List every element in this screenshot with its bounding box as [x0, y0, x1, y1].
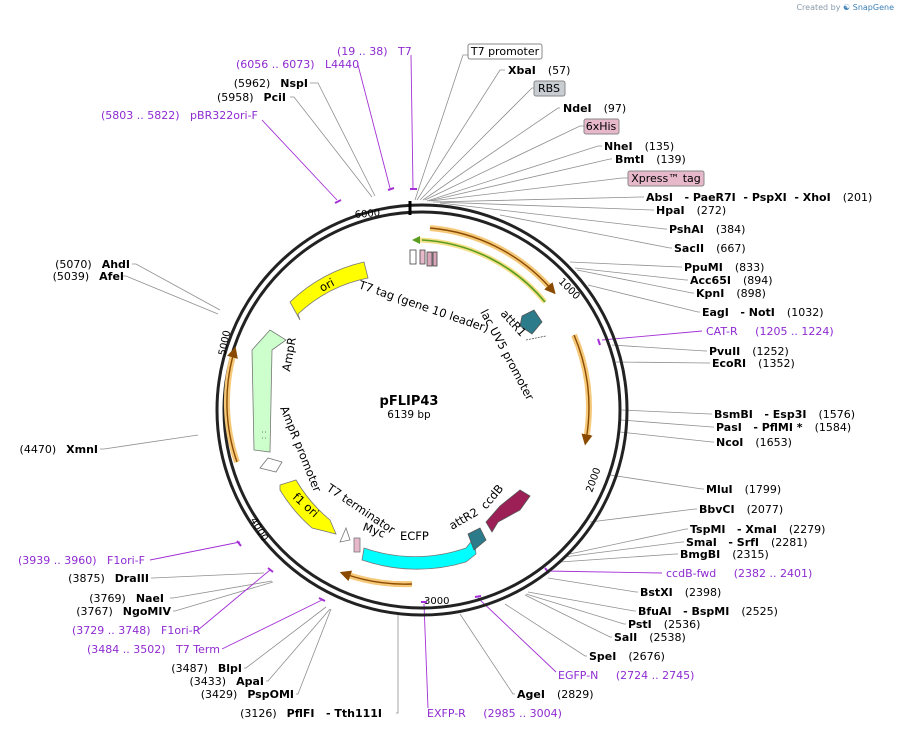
tick-6000: 6000 [354, 208, 380, 221]
ampr-label: AmpR [279, 336, 299, 372]
f1ori-feature [279, 479, 337, 535]
orf-arcs [223, 225, 593, 588]
primer-egfpn: EGFP-N (2724 .. 2745) [558, 669, 694, 682]
site-sacii: SacII(667) [674, 242, 746, 255]
primer-catr: CAT-R (1205 .. 1224) [706, 325, 834, 338]
site-sali: SalI(2538) [614, 631, 686, 644]
site-afei: (5039)AfeI [53, 270, 124, 283]
ccdb-feature [485, 489, 531, 533]
xpress-box: Xpress™ tag [631, 172, 701, 185]
site-bsmbi: BsmBI - Esp3I(1576) [714, 408, 855, 421]
myc-feature [353, 537, 361, 553]
attr1-feature [519, 309, 543, 335]
plasmid-name: pFLIP43 [380, 394, 439, 409]
site-smai: SmaI - SrfI(2281) [686, 536, 808, 549]
site-ppumi: PpuMI(833) [684, 261, 764, 274]
ampr-promoter-feature [259, 457, 283, 473]
t7promoter-box: T7 promoter [470, 45, 540, 58]
promoter-elements [409, 249, 438, 267]
site-nspi: (5962)NspI [234, 77, 308, 90]
rbs-box: RBS [538, 82, 560, 95]
site-pspomi: (3429)PspOMI [201, 688, 294, 701]
site-agei: AgeI(2829) [517, 688, 594, 701]
attr2-label: attR2 [447, 505, 481, 533]
primer-ccdbfwd: ccdB-fwd (2382 .. 2401) [666, 567, 812, 580]
site-kpni: KpnI(898) [696, 287, 766, 300]
site-pasi: PasI - PflMI *(1584) [716, 421, 851, 434]
tick-2000: 2000 [584, 466, 603, 494]
ecfp-label: ECFP [400, 529, 429, 543]
site-eagi: EagI - NotI(1032) [702, 306, 823, 319]
ori-feature [289, 261, 369, 321]
sites-left: (5962)NspI (5958)PciI (5070)AhdI (5039)A… [20, 77, 382, 720]
site-ngomiv: (3767)NgoMIV [76, 605, 171, 618]
site-absi: AbsI - PaeR7I - PspXI - XhoI(201) [646, 191, 872, 204]
ampr-feature [251, 329, 287, 453]
site-pcii: (5958)PciI [217, 91, 286, 104]
sites-right: XbaI(57) NdeI(97) NheI(135) BmtI(139) Ab… [508, 64, 872, 701]
primer-l4440: (6056 .. 6073) L4440 [236, 58, 359, 71]
site-bmti: BmtI(139) [615, 153, 686, 166]
site-connectors-left [100, 82, 399, 714]
site-mlui: MluI(1799) [706, 483, 781, 496]
site-bstxi: BstXI(2398) [640, 586, 721, 599]
site-acc65i: Acc65I(894) [690, 274, 773, 287]
tick-4000: 4000 [247, 516, 269, 544]
site-blpi: (3487)BlpI [171, 662, 242, 675]
site-ecori: EcoRI(1352) [712, 357, 795, 370]
primer-t7term: (3484 .. 3502) T7 Term [87, 643, 220, 656]
t7tag-label: T7 tag (gene 10 leader) [356, 277, 491, 335]
site-draiii: (3875)DraIII [68, 572, 149, 585]
site-ncoi: NcoI(1653) [716, 436, 792, 449]
site-hpai: HpaI(272) [656, 204, 726, 217]
site-tspmi: TspMI - XmaI(2279) [690, 523, 825, 536]
boxed-labels: T7 promoter RBS 6xHis Xpress™ tag [467, 43, 705, 187]
tick-1000: 1000 [556, 276, 582, 302]
site-xbai: XbaI(57) [508, 64, 570, 77]
site-psti: PstI(2536) [628, 618, 700, 631]
amprp-label: AmpR promoter [277, 404, 324, 494]
his-box: 6xHis [586, 120, 617, 133]
t7tag-arrow [412, 236, 547, 304]
snapgene-icon: ☯ [843, 3, 851, 12]
t7terminator-feature [339, 526, 351, 543]
site-pflfi: (3126)PflFI - Tth111I [240, 707, 382, 720]
attr2-feature [467, 527, 487, 551]
site-bbvci: BbvCI(2077) [699, 503, 783, 516]
tick-3000: 3000 [424, 596, 449, 607]
tick-5000: 5000 [217, 329, 233, 356]
site-pvuii: PvuII(1252) [709, 345, 789, 358]
site-spei: SpeI(2676) [589, 650, 665, 663]
site-ahdi: (5070)AhdI [55, 258, 130, 271]
credit-brand: SnapGene [852, 3, 894, 12]
primer-exfpr: EXFP-R (2985 .. 3004) [427, 707, 562, 720]
credit-prefix: Created by [796, 3, 841, 12]
primer-pbr322: (5803 .. 5822) pBR322ori-F [101, 109, 258, 122]
primer-labels: (6056 .. 6073) L4440 (19 .. 38) T7 (5803… [18, 45, 834, 720]
site-bfuai: BfuAI - BspMI(2525) [638, 605, 778, 618]
site-xmni: (4470)XmnI [20, 443, 98, 456]
snapgene-credit: Created by ☯ SnapGene [796, 3, 894, 12]
site-pshai: PshAI(384) [669, 223, 745, 236]
ori-label: ori [317, 275, 337, 294]
site-ndei: NdeI(97) [563, 102, 626, 115]
site-connectors-right [414, 54, 714, 695]
primer-f1orif: (3939 .. 3960) F1ori-F [18, 554, 145, 567]
site-naei: (3769)NaeI [89, 592, 164, 605]
primer-f1orir: (3729 .. 3748) F1ori-R [72, 624, 201, 637]
plasmid-length: 6139 bp [387, 409, 431, 421]
site-apai: (3433)ApaI [190, 675, 264, 688]
primer-t7: (19 .. 38) T7 [337, 45, 412, 58]
site-bmgbi: BmgBI(2315) [680, 548, 769, 561]
site-nhei: NheI(135) [604, 140, 674, 153]
